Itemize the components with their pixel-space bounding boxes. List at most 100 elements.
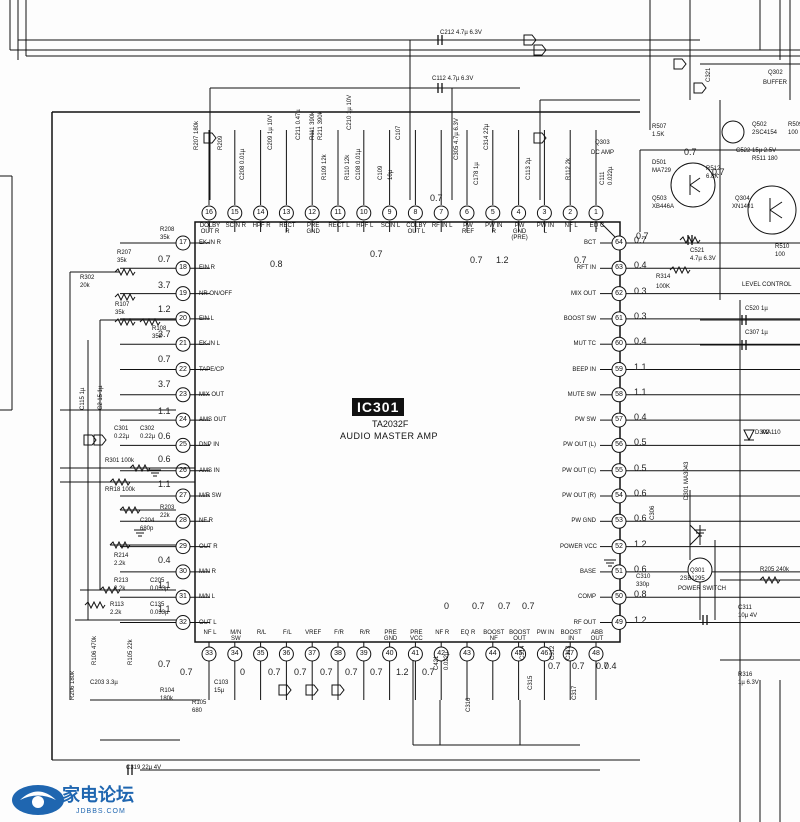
component-label: 35k [160, 235, 170, 241]
component-label: C319 22µ 4V [126, 765, 162, 771]
resistor-symbol [119, 505, 141, 515]
voltage-reading: 0.7 [370, 249, 383, 259]
pin-64 [611, 235, 627, 251]
pin-13 [278, 205, 294, 221]
pin-number: 55 [615, 466, 623, 474]
transistor-q304 [747, 185, 797, 235]
pin-label: PW SW [575, 417, 596, 424]
voltage-reading: 0.7 [180, 667, 193, 677]
voltage-reading: 0.7 [430, 193, 443, 203]
pin-33 [201, 646, 217, 662]
component-label: C521 [690, 248, 705, 254]
component-label: 680p [140, 526, 154, 532]
site-logo [12, 785, 64, 815]
component-label: C103 [214, 680, 229, 686]
voltage-reading: 0.5 [634, 437, 647, 448]
pin-number: 43 [463, 650, 471, 657]
pin-number: 4 [516, 209, 521, 216]
component-label: 2SC4154 [752, 130, 778, 136]
component-label: Q301 [690, 568, 705, 574]
connector-flag [305, 684, 319, 696]
component-label: R301 100k [105, 458, 135, 464]
voltage-reading: 0.7 [158, 354, 171, 364]
pin-label: AMS OUT [199, 417, 227, 424]
component-label: MA729 [652, 168, 672, 174]
pin-number: 6 [465, 209, 469, 216]
pin-39 [356, 646, 372, 662]
voltage-reading: 0 [444, 601, 450, 611]
component-label: 100K [656, 284, 671, 290]
component-label-vertical: C211 0.47µ [296, 109, 302, 140]
pin-number: 41 [411, 650, 420, 657]
component-label-vertical: 10µ [388, 169, 394, 180]
component-label: 15µ [214, 688, 225, 694]
voltage-reading: 0.3 [634, 310, 647, 321]
pin-label: PW OUT (C) [562, 467, 596, 474]
voltage-reading: 0.7 [158, 254, 171, 264]
component-label: Q302 [768, 70, 783, 76]
component-label-vertical: C2 15 1µ [98, 385, 104, 410]
component-label: 100 [775, 252, 786, 258]
connector-flag [533, 132, 547, 144]
pin-number: 31 [179, 593, 187, 601]
pin-number: 10 [359, 209, 368, 216]
pin-number: 2 [568, 209, 573, 216]
pin-number: 46 [540, 650, 549, 657]
pin-16 [201, 205, 217, 221]
component-label: 35k [152, 334, 162, 340]
component-label: 680 [192, 708, 203, 714]
pin-label: BCT [584, 240, 596, 246]
pin-number: 20 [179, 314, 187, 322]
pin-number: 47 [566, 650, 575, 657]
component-label: RR18 100k [105, 487, 136, 493]
pin-51 [611, 564, 627, 580]
pin-7 [433, 205, 449, 221]
pin-number: 37 [308, 650, 317, 657]
pin-17 [175, 235, 191, 251]
component-label: 2.2k [114, 586, 126, 592]
pin-37 [304, 646, 320, 662]
voltage-reading: 0.7 [522, 601, 535, 611]
pin-number: 52 [615, 542, 623, 550]
pin-number: 56 [615, 441, 623, 449]
pin-57 [611, 412, 627, 428]
component-label-vertical: R211 390k [318, 111, 324, 140]
pin-label: SCIN R [225, 223, 246, 229]
component-label: C203 3.3µ [90, 680, 118, 686]
voltage-reading: 0.7 [636, 231, 649, 241]
pin-label: BEEP IN [572, 366, 596, 373]
pin-number: 62 [615, 289, 623, 297]
pin-label: VREF [305, 630, 322, 636]
component-label-vertical: C208 0.01µ [240, 148, 246, 180]
component-label-vertical: C178 1µ [474, 162, 480, 185]
pin-label: MUT TC [573, 341, 596, 348]
component-label: C205 [150, 578, 165, 584]
component-label-vertical: C108 0.01µ [356, 148, 362, 180]
pin-label: NF L [203, 630, 217, 636]
pin-number: 9 [387, 209, 392, 216]
pin-label: PW GND (PRE) [511, 223, 528, 241]
component-label: C310 [636, 574, 651, 580]
pin-63 [611, 260, 627, 276]
pin-35 [253, 646, 269, 662]
component-label-vertical: R206 180k [70, 670, 76, 700]
component-label: C520 1µ [745, 306, 768, 312]
chip-description: AUDIO MASTER AMP [340, 431, 439, 441]
pin-label: BOOST IN [560, 630, 582, 642]
pin-number: 12 [308, 209, 317, 216]
pin-number: 30 [179, 567, 187, 575]
pin-number: 63 [615, 264, 623, 272]
voltage-reading: 3.7 [158, 379, 171, 389]
connector-flag [93, 434, 107, 446]
pin-label: R/R [359, 630, 370, 636]
pin-label: M/N SW [230, 630, 242, 642]
pin-28 [175, 513, 191, 529]
component-label-vertical: C317 [572, 685, 578, 700]
pin-14 [253, 205, 269, 221]
voltage-reading: 0.7 [596, 661, 609, 671]
resistor-symbol [99, 585, 121, 595]
component-label-vertical: C111 [600, 171, 606, 185]
component-label-vertical: C312 [550, 645, 556, 660]
pin-label: COMP [578, 594, 596, 601]
pin-label: F/R [334, 630, 344, 636]
